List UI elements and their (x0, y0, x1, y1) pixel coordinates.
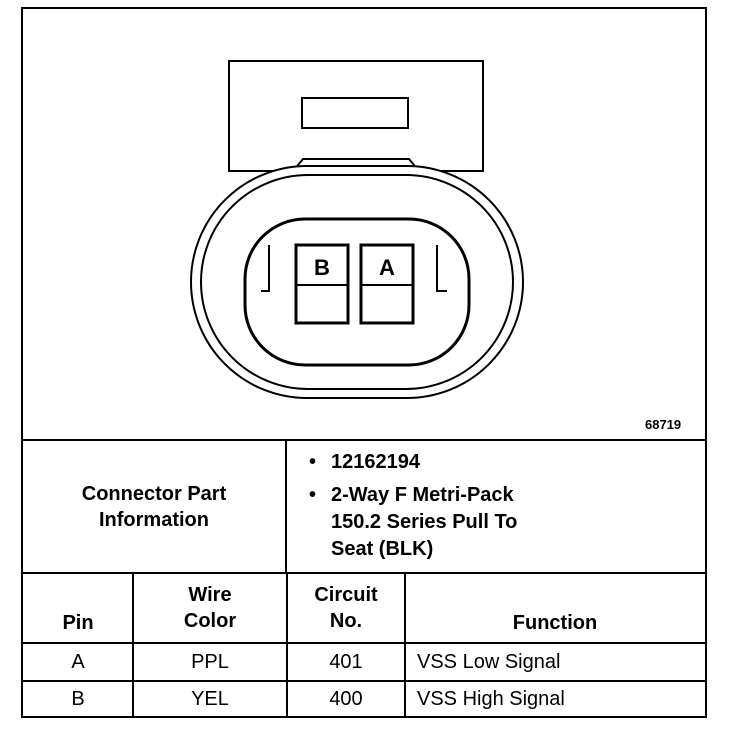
table-rule (23, 642, 705, 644)
figure-number: 68719 (645, 417, 682, 432)
header-text: Color (183, 610, 237, 632)
table-cell-wire-color: PPL (191, 650, 229, 673)
info-bullet-description: • 2-Way F Metri-Pack 150.2 Series Pull T… (309, 482, 689, 563)
connector-part-information: Connector Part Information • 12162194 • … (23, 439, 705, 572)
info-bullet-line: 12162194 (331, 451, 420, 473)
connector-info-label: Connector Part Information (23, 441, 287, 572)
table-cell-pin: A (71, 650, 85, 673)
table-cell-circuit: 400 (329, 687, 363, 710)
info-bullet-line: 2-Way F Metri-Pack (331, 484, 514, 506)
table-cell-function: VSS High Signal (417, 687, 565, 710)
connector-info-list: • 12162194 • 2-Way F Metri-Pack 150.2 Se… (309, 449, 689, 563)
header-circuit-no: Circuit No. (287, 574, 405, 642)
connector-drawing: B A 68719 (23, 9, 705, 439)
connector-diagram-frame: B A 68719 Connector Part Information • 1… (21, 7, 707, 718)
table-rule (404, 574, 406, 716)
connector-face-illustration (190, 60, 524, 399)
header-text: Wire (188, 584, 232, 606)
info-bullet-part-number: • 12162194 (309, 449, 689, 476)
bullet-icon: • (309, 484, 317, 506)
table-cell-circuit: 401 (329, 650, 363, 673)
table-rule (132, 574, 134, 716)
header-text: Function (512, 612, 598, 634)
bullet-icon: • (309, 451, 317, 473)
header-wire-color: Wire Color (133, 574, 287, 642)
info-label-line: Connector Part (81, 482, 227, 505)
table-rule (286, 574, 288, 716)
header-function: Function (405, 574, 705, 642)
table-cell-wire-color: YEL (191, 687, 229, 710)
header-text: Pin (62, 612, 94, 634)
pin-table: Pin Wire Color Circuit No. Function A PP… (23, 572, 705, 716)
pin-b-label: B (314, 255, 330, 280)
info-bullet-line: Seat (BLK) (331, 538, 434, 560)
table-cell-pin: B (71, 687, 85, 710)
info-label-line: Information (99, 508, 209, 531)
header-text: Circuit (314, 584, 378, 606)
header-text: No. (329, 610, 363, 632)
table-rule (23, 680, 705, 682)
header-pin: Pin (23, 574, 133, 642)
info-bullet-line: 150.2 Series Pull To (331, 511, 518, 533)
pin-a-label: A (379, 255, 395, 280)
table-cell-function: VSS Low Signal (417, 650, 561, 673)
